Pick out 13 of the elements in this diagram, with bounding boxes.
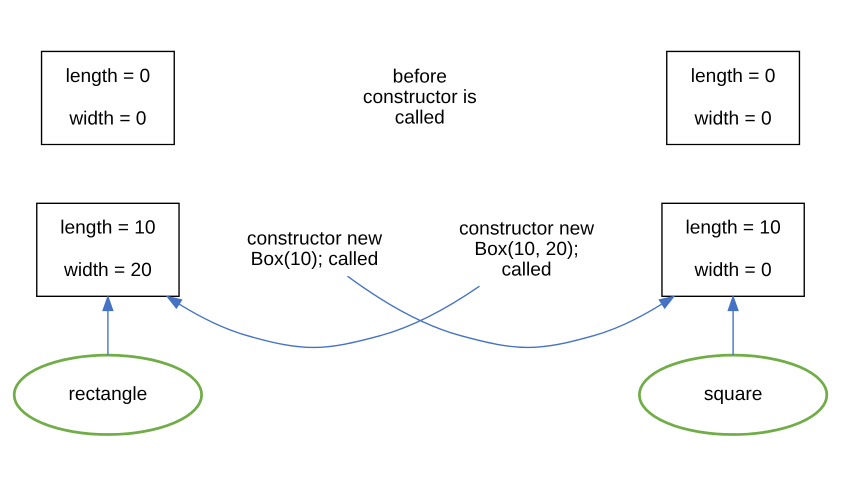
node-box: length = 10 width = 20 (36, 202, 180, 298)
node-ellipse: rectangle (12, 354, 203, 436)
arrow (166, 286, 480, 348)
node-box: length = 10 width = 0 (661, 202, 805, 298)
node-text: constructor new Box(10); called (246, 228, 382, 270)
arrow (727, 294, 739, 355)
node-box: length = 0 width = 0 (40, 50, 175, 146)
node-box: length = 0 width = 0 (666, 50, 800, 146)
label: before constructor is called (362, 66, 477, 129)
arrow (347, 276, 676, 348)
arrow (102, 294, 114, 355)
node-text: constructor new Box(10, 20); called (458, 218, 594, 280)
node-ellipse: square (638, 354, 828, 436)
